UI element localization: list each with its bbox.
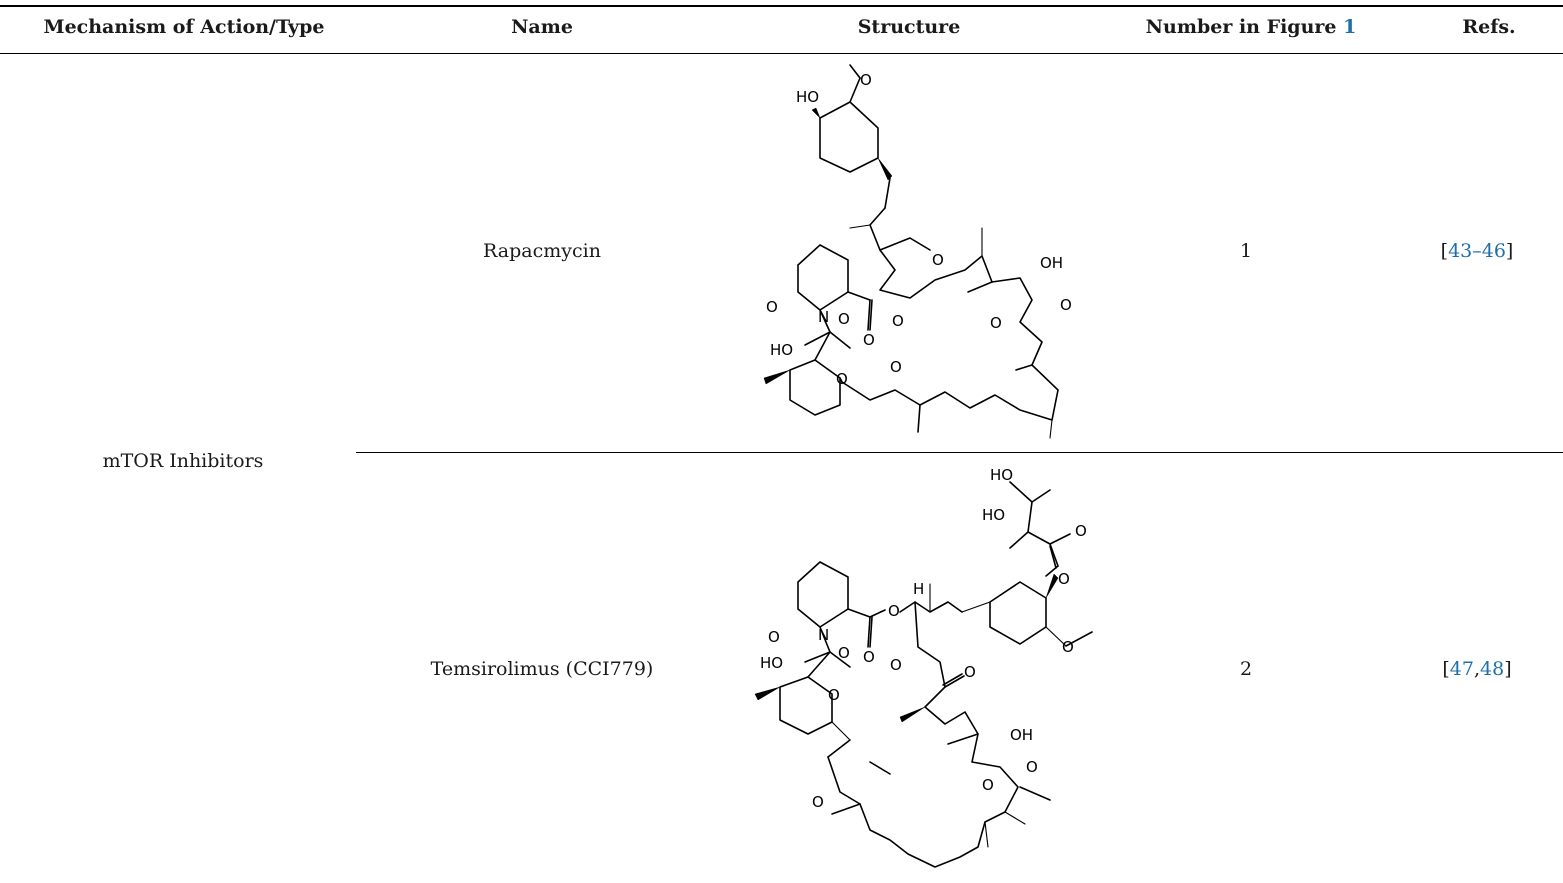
atom-o-diketo1: O (766, 298, 778, 316)
atom-o-keto: O (964, 663, 976, 681)
atom-n: N (818, 308, 829, 326)
atom-o-top: O (860, 71, 872, 89)
ref-link-43-46[interactable]: 43–46 (1448, 240, 1506, 262)
atom-o-meo1: O (982, 776, 994, 794)
header-number-text: Number in Figure (1145, 16, 1344, 38)
temsirolimus-structure: HO HO O O H O O N O O O O O HO O OH O O … (754, 466, 1093, 868)
ref-separator: , (1473, 658, 1481, 680)
refs-cell-1: [43–46] (1440, 240, 1514, 262)
piperidine-ring (797, 244, 849, 311)
row-separator-rule (356, 452, 1563, 454)
figure-number-1: 1 (1239, 240, 1253, 262)
header-name: Name (511, 16, 573, 38)
figure-number-2: 2 (1239, 658, 1253, 680)
header-number-in-figure: Number in Figure 1 (1146, 16, 1357, 38)
atom-ho1: HO (990, 466, 1013, 484)
atom-o-diketo1: O (768, 628, 780, 646)
atom-o-carbonyl: O (1026, 758, 1038, 776)
atom-o-keto1: O (932, 251, 944, 269)
atom-o-lactone: O (863, 331, 875, 349)
ref-link-48[interactable]: 48 (1480, 658, 1505, 680)
atom-o-carbonyl: O (1060, 296, 1072, 314)
piperidine-ring (797, 561, 849, 628)
macrocycle-ring (841, 249, 1059, 421)
header-structure: Structure (857, 16, 961, 38)
atom-o-pyran: O (836, 370, 848, 388)
atom-oh: OH (1040, 254, 1063, 272)
refs-cell-2: [47,48] (1442, 658, 1512, 680)
atom-oh: OH (1010, 726, 1033, 744)
atom-ho2: HO (982, 506, 1005, 524)
figure-1-link[interactable]: 1 (1343, 16, 1357, 38)
atom-ho-top: HO (796, 88, 819, 106)
atom-ho-pyran: HO (770, 341, 793, 359)
ref-link-47[interactable]: 47 (1449, 658, 1474, 680)
atom-o-pyran: O (828, 686, 840, 704)
compound-name-temsirolimus: Temsirolimus (CCI779) (430, 658, 654, 680)
cyclohexyl-ring (989, 581, 1047, 645)
pyran-ring (789, 359, 841, 416)
rapamycin-structure: HO O N O O O OH O O HO O O O O (763, 64, 1072, 439)
atom-o-meo2: O (812, 793, 824, 811)
atom-n: N (818, 626, 829, 644)
atom-h: H (913, 580, 924, 598)
compound-name-rapamycin: Rapacmycin (483, 240, 601, 262)
header-refs: Refs. (1462, 16, 1516, 38)
atom-o-meo2: O (890, 358, 902, 376)
atom-o-diketo2: O (838, 310, 850, 328)
atom-o-diketo2: O (838, 644, 850, 662)
atom-o-keto-c: O (890, 656, 902, 674)
atom-o-meo1: O (990, 314, 1002, 332)
header-bottom-rule (0, 53, 1563, 55)
atom-o-lactone: O (863, 648, 875, 666)
atom-o-meo-r: O (1062, 638, 1074, 656)
header-mechanism: Mechanism of Action/Type (43, 16, 325, 38)
atom-ho-pyran: HO (760, 654, 783, 672)
atom-o-ester-a: O (1075, 522, 1087, 540)
atom-o-ester-b: O (1058, 570, 1070, 588)
pyran-ring (779, 676, 833, 735)
atom-o-ring: O (888, 602, 900, 620)
table-top-rule (0, 5, 1563, 7)
atom-o-ester: O (892, 312, 904, 330)
cyclohexyl-ring (819, 101, 879, 173)
macrocycle-ring (827, 601, 1019, 868)
mechanism-cell: mTOR Inhibitors (102, 450, 264, 472)
